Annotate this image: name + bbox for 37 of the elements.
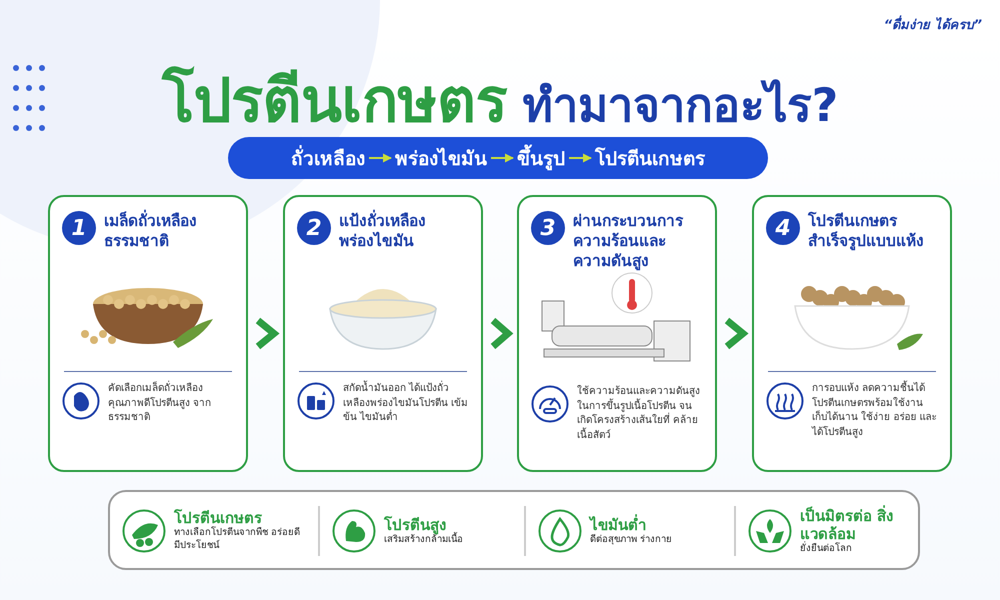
step-heading: แป้งถั่วเหลือง พร่องไขมัน [339, 211, 457, 252]
step-card [517, 195, 717, 472]
feature-description: ดีต่อสุขภาพ ร่างกาย [590, 534, 672, 546]
step-number: 3 [531, 211, 565, 245]
step-heading: โปรตีนเกษตร สำเร็จรูปแบบแห้ง [808, 211, 925, 252]
flow-step-text: โปรตีนเกษตร [595, 143, 705, 173]
feature-heading: โปรตีนสูง [384, 516, 446, 534]
feature-description: เสริมสร้างกล้ามเนื้อ [384, 534, 463, 546]
step-number: 2 [297, 211, 331, 245]
step-description: ใช้ความร้อนและความดันสูง ในการขึ้นรูปเนื้อโปรตีน จนเกิดโครงสร้างเส้นใยที่ คล้ายเนื้อสัตว์ [577, 385, 701, 443]
arrow [369, 154, 392, 162]
step-description: คัดเลือกเมล็ดถั่วเหลือง คุณภาพดีโปรตีนสูง จากธรรมชาติ [108, 382, 234, 426]
flow-step-text: ถั่วเหลือง [291, 143, 365, 173]
step-card [752, 195, 952, 472]
feature-heading: โปรตีนเกษตร [174, 509, 262, 528]
feature-heading: ไขมันต่ำ [590, 516, 647, 534]
arrow [491, 154, 514, 162]
benefits-panel [108, 490, 920, 570]
feature-description: ยั่งยืนต่อโลก [800, 542, 853, 556]
flow-step-text: ขึ้นรูป [517, 143, 565, 173]
step-number: 1 [62, 211, 96, 245]
step-description: การอบแห้ง ลดความชื้นได้ โปรตีนเกษตรพร้อมใช้งาน เก็บได้นาน ใช้ง่าย อร่อย และได้โปรตีนสูง [812, 382, 938, 440]
flow-step-text: พร่องไขมัน [395, 143, 487, 173]
chevron-arrow [256, 318, 280, 350]
flow-banner [228, 137, 768, 179]
step-card [48, 195, 248, 472]
step-heading: ผ่านกระบวนการ ความร้อนและ ความดันสูง [573, 211, 684, 272]
tagline: “ดื่มง่าย ได้ครบ” [884, 14, 982, 35]
step-card [283, 195, 483, 472]
chevron-arrow [724, 318, 749, 350]
feature-description: ทางเลือกโปรตีนจากพืช อร่อยดี มีประโยชน์ [174, 527, 302, 553]
arrow [569, 154, 592, 162]
step-number: 4 [766, 211, 800, 245]
chevron-arrow [490, 318, 514, 350]
step-heading: เมล็ดถั่วเหลือง ธรรมชาติ [104, 211, 222, 252]
title: โปรตีนเกษตร ทำมาจากอะไร? [160, 65, 839, 138]
step-description: สกัดน้ำมันออก ได้แป้งถั่ว เหลืองพร่องไขมันโปรตีน เข้มข้น ไขมันต่ำ [343, 382, 469, 426]
